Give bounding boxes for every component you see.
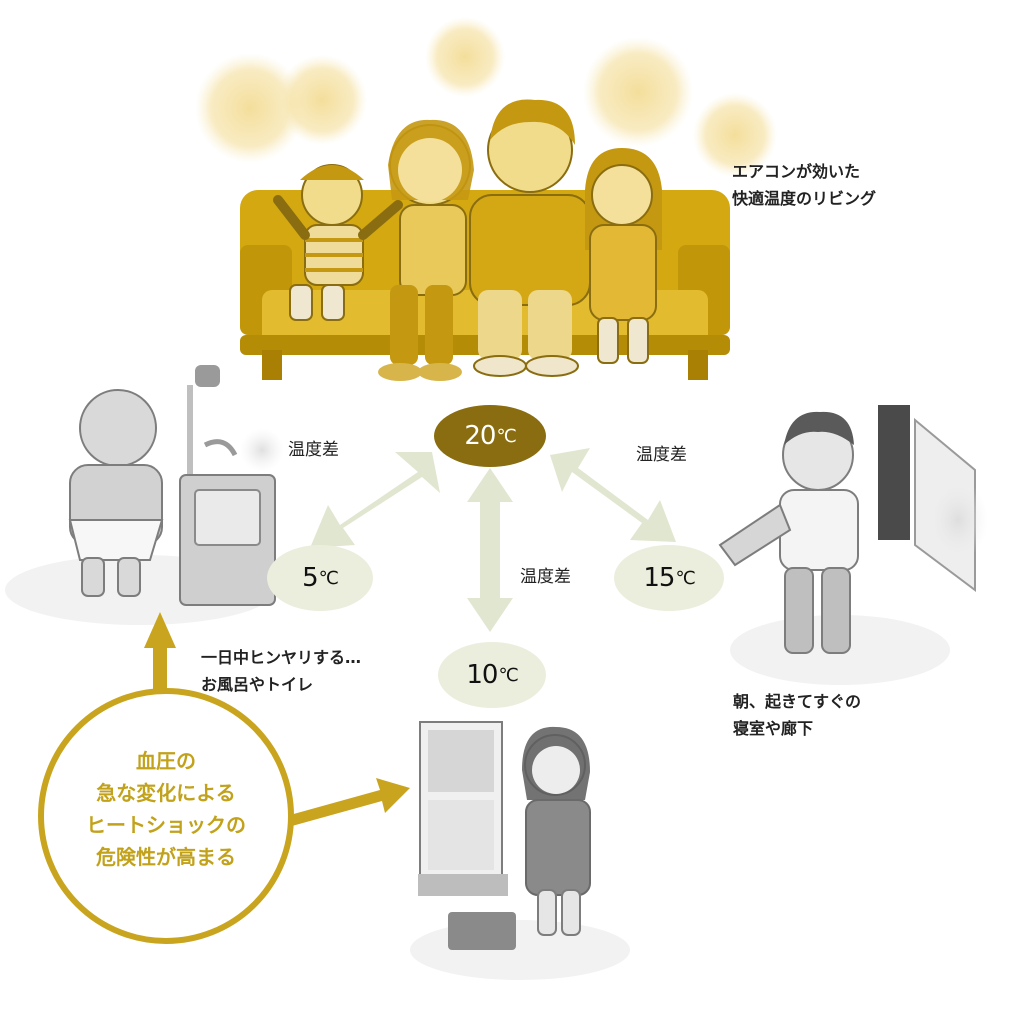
mother bbox=[378, 119, 474, 381]
warning-line: 血圧の bbox=[136, 749, 196, 773]
warm-glow bbox=[693, 93, 777, 177]
warm-glow bbox=[425, 17, 505, 97]
temperature-arrows bbox=[310, 448, 676, 632]
caption-line: エアコンが効いた bbox=[732, 162, 861, 181]
temperature-bubble-living: 20℃ bbox=[434, 405, 546, 467]
warning-circle bbox=[38, 688, 294, 944]
temperature-value: 10 bbox=[466, 660, 498, 690]
child-boy bbox=[273, 164, 403, 321]
cold-man bbox=[718, 411, 859, 654]
cold-elderly-man bbox=[68, 389, 164, 597]
temperature-unit: ℃ bbox=[496, 425, 516, 447]
temperature-unit: ℃ bbox=[318, 567, 339, 589]
arrow-living-bedroom bbox=[550, 448, 676, 542]
caption-bath: 一日中ヒンヤリする… お風呂やトイレ bbox=[201, 644, 361, 698]
warm-glow bbox=[277, 55, 367, 145]
father bbox=[469, 99, 591, 377]
cold-woman bbox=[522, 726, 591, 936]
temperature-unit: ℃ bbox=[498, 664, 518, 686]
difference-label-bath: 温度差 bbox=[288, 440, 339, 460]
warm-glow-group bbox=[195, 17, 777, 177]
temperature-unit: ℃ bbox=[675, 567, 695, 589]
family bbox=[273, 99, 662, 381]
warning-text: 血圧の 急な変化による ヒートショックの 危険性が高まる bbox=[36, 745, 296, 873]
arrow-living-bath bbox=[310, 452, 440, 548]
caption-line: 朝、起きてすぐの bbox=[733, 692, 862, 711]
warning-line: 危険性が高まる bbox=[96, 845, 236, 869]
temperature-value: 15 bbox=[643, 563, 675, 593]
difference-label-bedroom: 温度差 bbox=[636, 445, 687, 465]
caption-line: 快適温度のリビング bbox=[732, 189, 877, 208]
daughter bbox=[585, 148, 662, 364]
arrow-living-hall bbox=[467, 468, 513, 632]
warning-arrow-up bbox=[144, 612, 176, 705]
temperature-bubble-hall: 10℃ bbox=[438, 642, 546, 708]
caption-line: 一日中ヒンヤリする… bbox=[201, 648, 362, 667]
caption-bedroom: 朝、起きてすぐの 寝室や廊下 bbox=[733, 688, 861, 742]
bathroom-scene bbox=[5, 365, 284, 625]
temperature-bubble-bath: 5℃ bbox=[267, 545, 373, 611]
warm-glow bbox=[583, 37, 693, 147]
temperature-bubble-bedroom: 15℃ bbox=[614, 545, 724, 611]
caption-living: エアコンが効いた 快適温度のリビング bbox=[732, 158, 876, 212]
caption-line: 寝室や廊下 bbox=[733, 719, 814, 738]
warning-group bbox=[38, 612, 410, 944]
warning-line: 急な変化による bbox=[96, 781, 236, 805]
warm-glow bbox=[195, 53, 305, 163]
warning-arrow-right bbox=[290, 778, 410, 826]
hallway-scene bbox=[410, 721, 630, 980]
bedroom-scene bbox=[718, 405, 988, 685]
caption-line: お風呂やトイレ bbox=[201, 675, 314, 694]
temperature-value: 20 bbox=[464, 421, 496, 451]
temperature-value: 5 bbox=[302, 563, 319, 593]
warning-line: ヒートショックの bbox=[86, 813, 246, 837]
difference-label-hall: 温度差 bbox=[520, 567, 571, 587]
